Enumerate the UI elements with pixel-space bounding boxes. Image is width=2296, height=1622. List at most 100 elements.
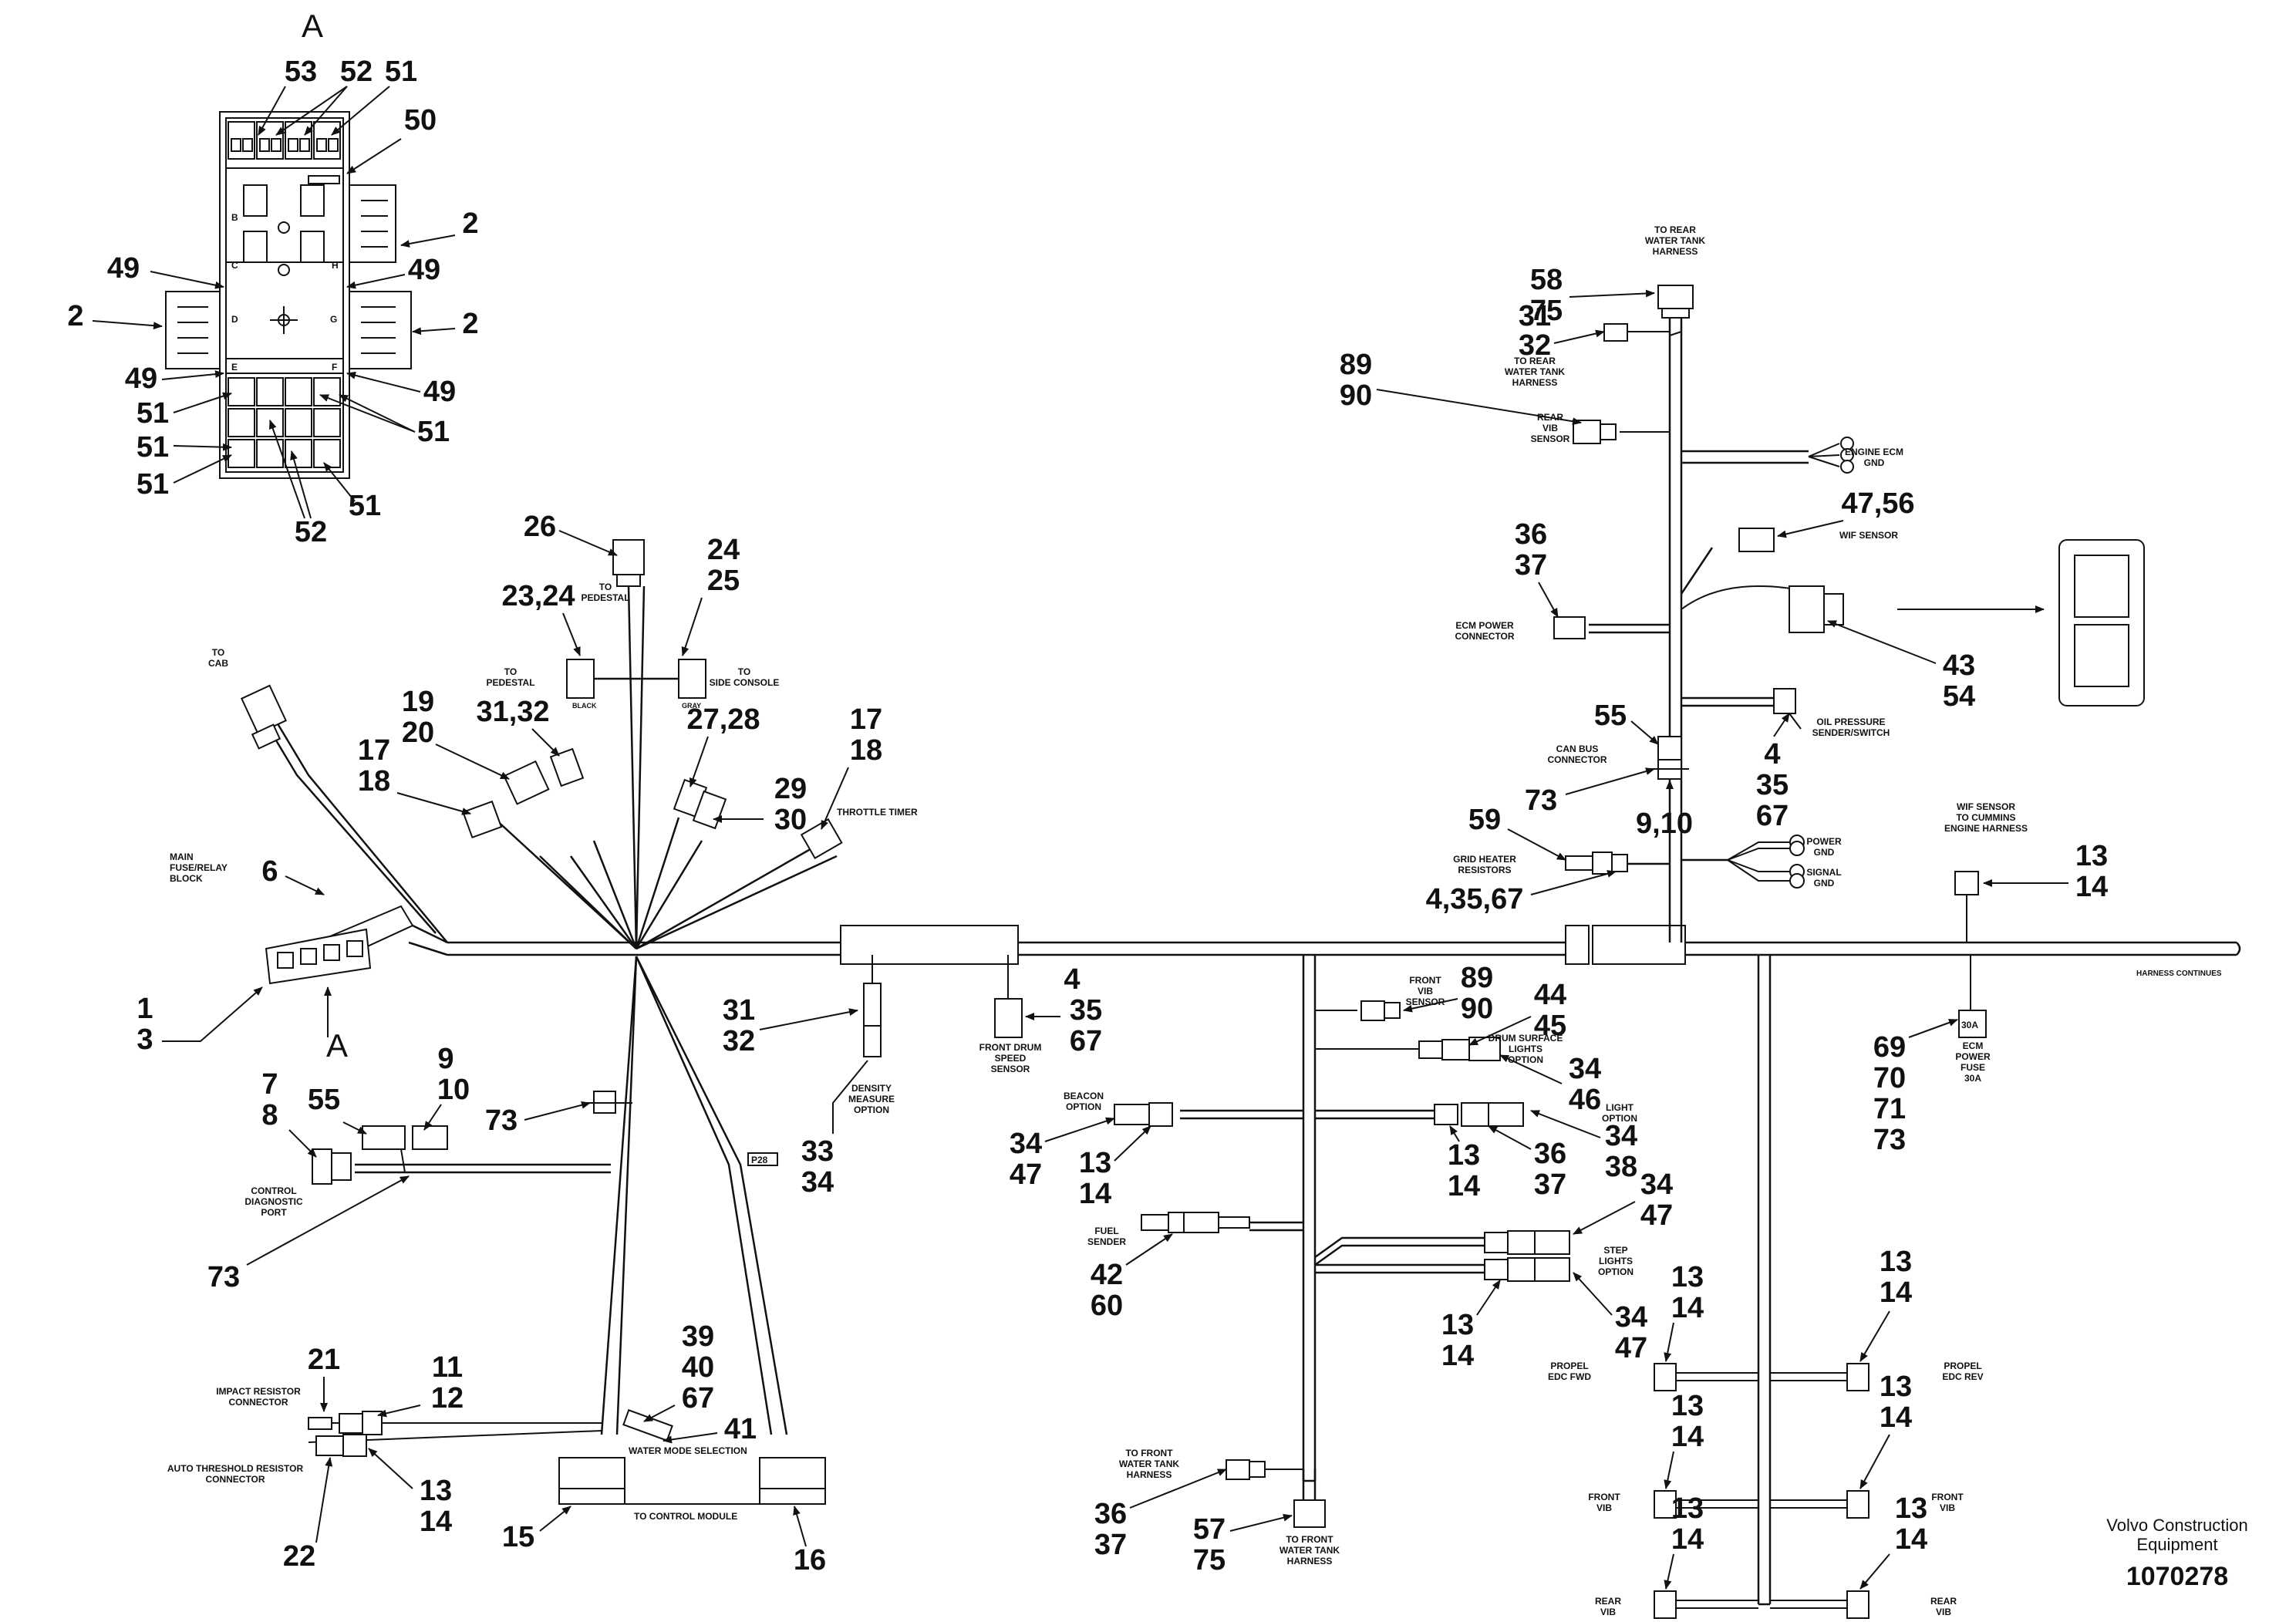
- callout-67: 67: [1756, 800, 1789, 832]
- drum-surface-lights-connector: [1418, 1037, 1501, 1061]
- callout-42: 42: [1091, 1259, 1123, 1291]
- title-block: Volvo Construction Equipment 1070278: [2106, 1516, 2247, 1591]
- callout-26: 26: [524, 511, 556, 543]
- front-vib-sensor-connector: [1360, 1000, 1401, 1021]
- callout-44: 44: [1534, 979, 1566, 1011]
- callout-17: 17: [358, 734, 390, 767]
- label-black: BLACK: [572, 702, 597, 710]
- callout-13: 13: [1880, 1246, 1912, 1278]
- ecm-main-connector: [1789, 585, 1844, 633]
- callout-10: 10: [437, 1074, 470, 1106]
- ecm-power-connector: [1553, 616, 1586, 639]
- callout-52: 52: [295, 516, 327, 548]
- callout-60: 60: [1091, 1290, 1123, 1322]
- fuel-sender-connector: [1141, 1212, 1250, 1233]
- harness-sleeve: [1565, 925, 1590, 965]
- callout-36: 36: [1534, 1138, 1566, 1170]
- callout-51: 51: [137, 397, 169, 430]
- connector-19-20: [503, 760, 550, 805]
- front-water-tank-connector-bottom: [1293, 1499, 1326, 1528]
- callout-2: 2: [462, 308, 478, 340]
- connector-27-28: [673, 778, 727, 830]
- callout-55: 55: [1594, 700, 1627, 732]
- callout-14: 14: [1671, 1292, 1704, 1324]
- callout-38: 38: [1605, 1151, 1637, 1183]
- callout-75: 75: [1530, 295, 1563, 327]
- callout-34: 34: [801, 1166, 834, 1199]
- callout-73: 73: [207, 1261, 240, 1293]
- fuse-letter-g: G: [330, 314, 337, 325]
- harness-sleeve: [840, 925, 1019, 965]
- callout-18: 18: [358, 765, 390, 798]
- gray-connector: [678, 659, 706, 699]
- callout-37: 37: [1515, 549, 1547, 582]
- callout-70: 70: [1873, 1062, 1906, 1094]
- callout-13: 13: [2075, 840, 2108, 872]
- callout-29: 29: [774, 773, 807, 805]
- callout-13: 13: [1441, 1309, 1474, 1341]
- callout-31: 31: [1519, 300, 1551, 332]
- callout-9: 9: [437, 1043, 453, 1075]
- callout-51: 51: [385, 56, 417, 88]
- callout-49: 49: [107, 252, 140, 285]
- can-bus-connector: [1650, 736, 1689, 780]
- callout-15: 15: [502, 1521, 534, 1553]
- callout-13: 13: [1079, 1147, 1111, 1179]
- front-drum-speed-sensor: [994, 955, 1023, 1038]
- callout-31: 31: [723, 994, 755, 1027]
- label-to-control-module: TO CONTROL MODULE: [634, 1511, 737, 1522]
- callout-47: 47: [1010, 1158, 1042, 1191]
- callout-7: 7: [261, 1068, 278, 1101]
- left-callouts: 26 24 25 23,24 19 20 31,32 27,28 17 18 1…: [137, 511, 1102, 1576]
- callout-89: 89: [1461, 962, 1493, 994]
- to-cab-connector: [240, 684, 288, 750]
- callout-32: 32: [1519, 329, 1551, 362]
- callout-51: 51: [349, 490, 381, 522]
- callout-13: 13: [1895, 1492, 1927, 1525]
- callout-37: 37: [1094, 1529, 1127, 1561]
- callout-21: 21: [308, 1344, 340, 1376]
- callout-14: 14: [1671, 1421, 1704, 1453]
- callout-45: 45: [1534, 1010, 1566, 1042]
- fuse-block-callouts: 53 52 51 50 2 49 49 2 2 49 49 51 51 51 5…: [67, 56, 478, 548]
- callout-3: 3: [137, 1023, 153, 1056]
- callout-51: 51: [137, 468, 169, 501]
- label-wif-sensor: WIF SENSOR: [1839, 530, 1898, 541]
- callout-4: 4: [1064, 963, 1080, 996]
- fuse-letter-c: C: [231, 260, 238, 271]
- callout-34: 34: [1605, 1120, 1637, 1152]
- callout-47: 47: [1640, 1199, 1673, 1232]
- left-harness: [261, 585, 841, 1435]
- company-name-line2: Equipment: [2136, 1535, 2217, 1554]
- control-module-connectors: [558, 1457, 826, 1505]
- ecm-faceplate: [1897, 539, 2145, 706]
- lower-harness: [1180, 955, 1485, 1500]
- fuse-row-bottom: [228, 377, 341, 468]
- callout-34: 34: [1569, 1053, 1601, 1085]
- connector-73-left: [586, 1091, 632, 1114]
- callout-89: 89: [1340, 349, 1372, 381]
- main-fuse-relay-block: [265, 905, 414, 985]
- callout-11: 11: [432, 1351, 463, 1384]
- view-a-marker: A: [326, 1027, 348, 1064]
- label-harness-continues: HARNESS CONTINUES: [2136, 969, 2222, 978]
- callout-73: 73: [1525, 784, 1557, 817]
- document-number: 1070278: [2126, 1562, 2228, 1591]
- callout-53: 53: [285, 56, 317, 88]
- front-water-tank-connector: [1226, 1459, 1266, 1480]
- step-lights-connectors: [1484, 1230, 1570, 1282]
